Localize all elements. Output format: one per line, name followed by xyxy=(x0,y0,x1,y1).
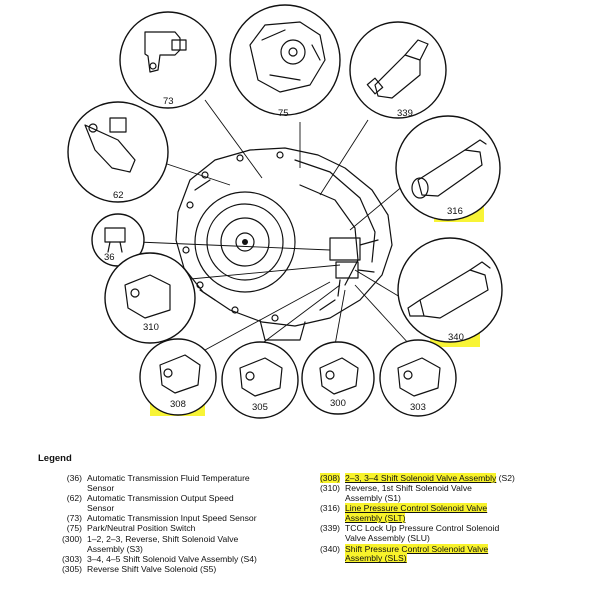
legend-entry-340: (340) Shift Pressure Control Solenoid Va… xyxy=(310,543,590,565)
callout-300: 300 xyxy=(301,341,375,415)
legend-text: Automatic Transmission Output Speed xyxy=(87,493,234,504)
legend-code: (36) xyxy=(66,473,82,483)
svg-text:303: 303 xyxy=(410,402,426,413)
leader-lines xyxy=(137,99,411,351)
legend-text: 1–2, 2–3, Reverse, Shift Solenoid Valve xyxy=(87,533,239,544)
svg-text:75: 75 xyxy=(278,108,289,119)
svg-text:300: 300 xyxy=(330,398,346,409)
svg-text:73: 73 xyxy=(163,96,174,107)
svg-text:305: 305 xyxy=(252,402,268,413)
legend-text: Park/Neutral Position Switch xyxy=(87,523,196,534)
legend-title: Legend xyxy=(38,453,72,464)
legend-entry-308: (308) 2–3, 3–4 Shift Solenoid Valve Asse… xyxy=(310,473,590,484)
legend-text: (S2) xyxy=(496,473,515,483)
legend-entry-303: (303) 3–4, 4–5 Shift Solenoid Valve Asse… xyxy=(52,553,300,565)
legend-code: (62) xyxy=(66,493,82,504)
svg-text:36: 36 xyxy=(104,252,115,263)
legend-code: (310) xyxy=(319,483,340,494)
callout-303: 303 xyxy=(379,339,457,417)
legend-entry-36: (36) Automatic Transmission Fluid Temper… xyxy=(52,473,300,494)
legend-code: (339) xyxy=(319,523,340,534)
legend-text: 3–4, 4–5 Shift Solenoid Valve Assembly (… xyxy=(87,553,257,564)
svg-text:308: 308 xyxy=(170,399,186,410)
legend-text-highlighted: 2–3, 3–4 Shift Solenoid Valve Assembly xyxy=(345,473,497,483)
legend-text-highlighted: Assembly (SLS) xyxy=(345,553,407,564)
svg-text:339: 339 xyxy=(397,108,413,119)
legend-entry-316: (316) Line Pressure Control Solenoid Val… xyxy=(310,503,590,524)
legend-text-highlighted: Line Pressure Control Solenoid Valve xyxy=(345,503,488,514)
legend-code: (316) xyxy=(319,503,340,514)
callout-305: 305 xyxy=(221,341,299,419)
transmission-body xyxy=(175,147,393,341)
legend-text: Automatic Transmission Input Speed Senso… xyxy=(87,513,257,524)
legend-code: (73) xyxy=(66,513,82,524)
svg-text:310: 310 xyxy=(143,322,159,333)
legend-code: (303) xyxy=(61,553,82,564)
svg-text:62: 62 xyxy=(113,190,124,201)
legend-text: Assembly (S1) xyxy=(345,493,401,504)
legend-code: (75) xyxy=(66,523,82,534)
legend-text: TCC Lock Up Pressure Control Solenoid xyxy=(345,523,500,534)
legend-column-left: (36) Automatic Transmission Fluid Temper… xyxy=(52,473,300,575)
callout-75: 75 xyxy=(229,4,341,119)
svg-text:340: 340 xyxy=(448,332,464,343)
legend-code: (340) xyxy=(319,543,340,554)
legend-entry-62: (62) Automatic Transmission Output Speed… xyxy=(52,493,300,514)
callout-339: 339 xyxy=(349,21,447,119)
legend-text: Sensor xyxy=(87,482,115,493)
legend-text-highlighted: Shift Pressure Control Solenoid Valve xyxy=(345,543,489,554)
legend-text: Valve Assembly (SLU) xyxy=(345,533,430,544)
callout-316: 316 xyxy=(395,115,501,221)
callout-340: 340 xyxy=(397,237,503,343)
housing-bolts xyxy=(182,151,284,322)
legend-column-right: (308) 2–3, 3–4 Shift Solenoid Valve Asse… xyxy=(310,473,590,565)
legend-code: (305) xyxy=(61,564,82,575)
callout-73: 73 xyxy=(119,11,217,109)
transmission-diagram: 73 75 339 62 316 36 xyxy=(67,4,503,419)
legend-text: Sensor xyxy=(87,502,115,513)
legend-text: Automatic Transmission Fluid Temperature xyxy=(87,473,250,483)
legend-text-highlighted: Assembly (SLT) xyxy=(345,513,406,524)
svg-text:316: 316 xyxy=(447,206,463,217)
legend-code-highlighted: (308) xyxy=(319,473,340,483)
legend-text: Assembly (S3) xyxy=(87,543,143,554)
callout-308: 308 xyxy=(139,338,217,416)
legend: Legend (36) Automatic Transmission Fluid… xyxy=(0,450,595,599)
callout-62: 62 xyxy=(67,101,169,203)
legend-entry-75: (75) Park/Neutral Position Switch xyxy=(52,524,300,534)
legend-entry-339: (339) TCC Lock Up Pressure Control Solen… xyxy=(310,524,590,544)
callout-310: 310 xyxy=(104,252,196,344)
legend-entry-300: (300) 1–2, 2–3, Reverse, Shift Solenoid … xyxy=(52,533,300,555)
legend-entry-305: (305) Reverse Shift Valve Solenoid (S5) xyxy=(52,564,300,575)
legend-entry-73: (73) Automatic Transmission Input Speed … xyxy=(52,513,300,524)
legend-text: Reverse, 1st Shift Solenoid Valve xyxy=(345,483,472,494)
legend-text: Reverse Shift Valve Solenoid (S5) xyxy=(87,564,217,575)
legend-code: (300) xyxy=(61,533,82,544)
